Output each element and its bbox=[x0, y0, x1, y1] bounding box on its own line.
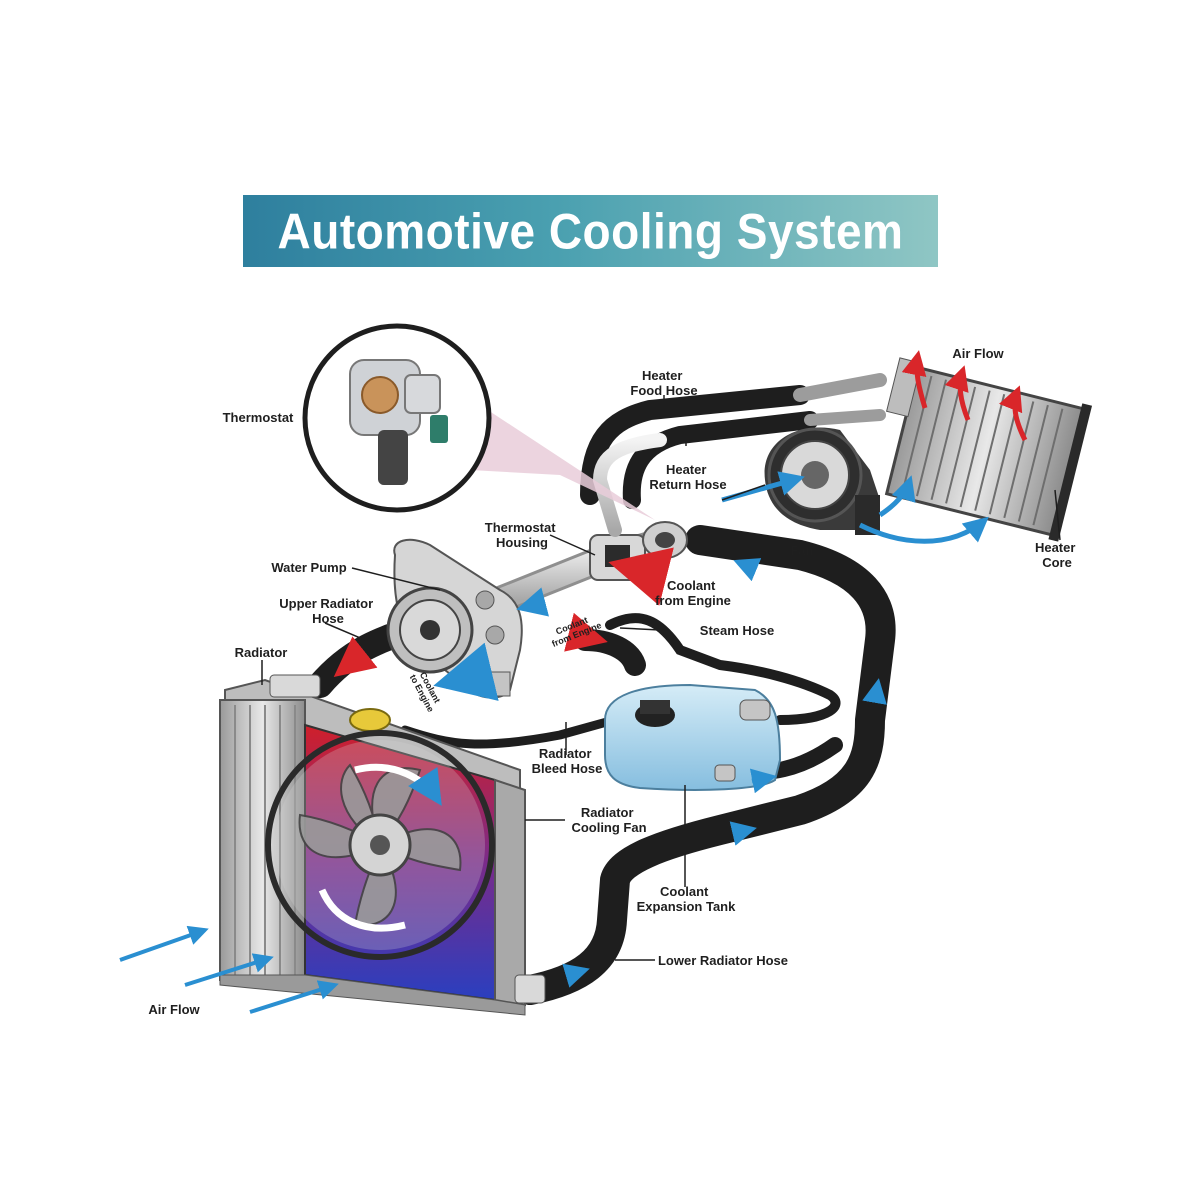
label-air-flow-bottom: Air Flow bbox=[148, 1002, 200, 1017]
radiator-cap bbox=[350, 709, 390, 731]
water-pump bbox=[388, 540, 522, 698]
coolant-cold-arrow bbox=[445, 677, 470, 683]
cooling-fan bbox=[268, 733, 492, 957]
label-air-flow-top: Air Flow bbox=[952, 346, 1004, 361]
coolant-cold-arrow bbox=[875, 683, 878, 700]
label-lower-radiator-hose: Lower Radiator Hose bbox=[658, 953, 788, 968]
coolant-cold-arrow bbox=[738, 562, 750, 567]
label-radiator: Radiator bbox=[235, 645, 288, 660]
label-coolant-expansion-tank: Coolant Expansion Tank bbox=[637, 884, 736, 914]
label-radiator-cooling-fan: Radiator Cooling Fan bbox=[571, 805, 646, 835]
air-flow-arrow bbox=[120, 930, 205, 960]
label-water-pump: Water Pump bbox=[271, 560, 346, 575]
label-heater-return-hose: Heater Return Hose bbox=[649, 462, 726, 492]
label-coolant-to-engine: Coolant to Engine bbox=[408, 668, 445, 714]
label-thermostat: Thermostat bbox=[223, 410, 294, 425]
label-coolant-from-engine: Coolant from Engine bbox=[655, 578, 731, 608]
label-heater-food-hose: Heater Food Hose bbox=[630, 368, 697, 398]
label-heater-core: Heater Core bbox=[1035, 540, 1079, 570]
bypass-hose bbox=[585, 640, 635, 665]
label-fan: Fan bbox=[790, 543, 813, 558]
label-radiator-bleed-hose: Radiator Bleed Hose bbox=[532, 746, 603, 776]
heater-core bbox=[887, 368, 1083, 535]
expansion-tank bbox=[605, 685, 780, 790]
label-steam-hose: Steam Hose bbox=[700, 623, 774, 638]
label-upper-radiator-hose: Upper Radiator Hose bbox=[279, 596, 377, 626]
label-thermostat-housing: Thermostat Housing bbox=[485, 520, 559, 550]
thermostat-inset bbox=[305, 326, 655, 520]
